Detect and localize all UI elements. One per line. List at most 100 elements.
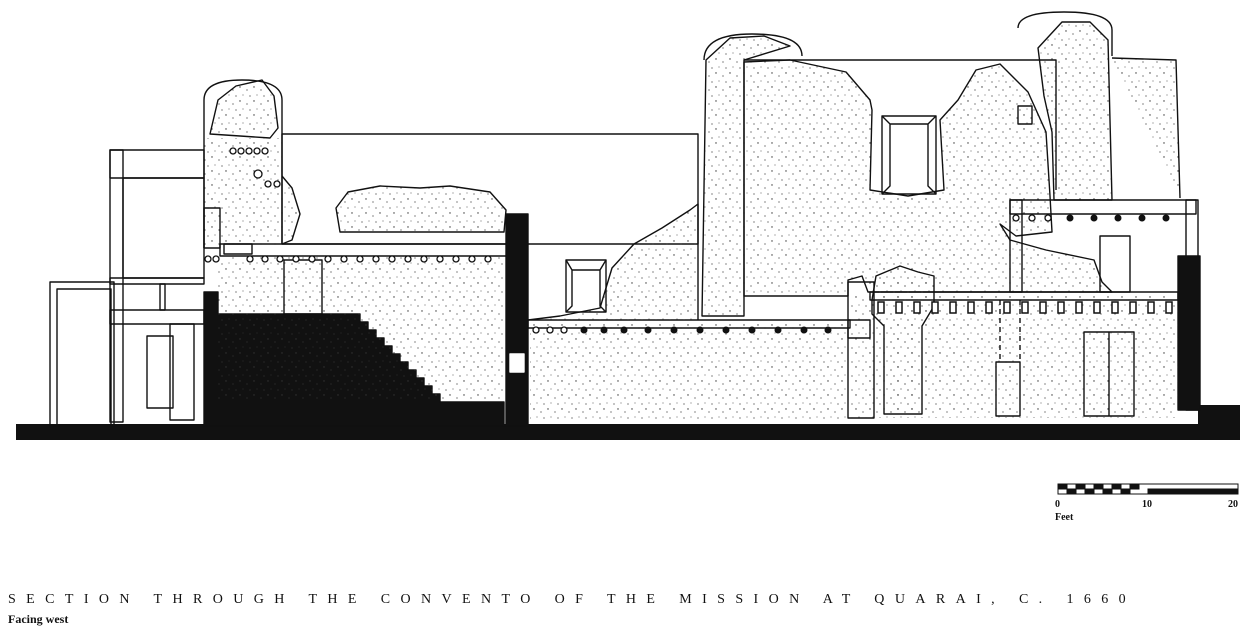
viga-end bbox=[1147, 301, 1155, 314]
beam-end bbox=[204, 255, 212, 263]
beam-end bbox=[356, 255, 364, 263]
viga-end bbox=[1057, 301, 1065, 314]
scale-seg bbox=[1075, 483, 1086, 490]
left-tower-rubble bbox=[209, 79, 279, 139]
beam-end bbox=[292, 255, 300, 263]
beam-end bbox=[264, 180, 272, 188]
beam-end bbox=[372, 255, 380, 263]
beam-end bbox=[229, 147, 237, 155]
viga-end bbox=[985, 301, 993, 314]
viga-end bbox=[1129, 301, 1137, 314]
beam-end bbox=[276, 255, 284, 263]
right-pier-cap bbox=[847, 319, 871, 339]
beam-end-dark bbox=[722, 326, 730, 334]
scale-tick-10: 10 bbox=[1142, 499, 1152, 510]
beam-end-dark bbox=[1162, 214, 1170, 222]
beam-end bbox=[404, 255, 412, 263]
beam-end bbox=[468, 255, 476, 263]
left-door-jamb bbox=[169, 323, 195, 421]
beam-end-dark bbox=[1066, 214, 1074, 222]
beam-end bbox=[237, 147, 245, 155]
viga-end bbox=[1075, 301, 1083, 314]
left-door-upper bbox=[203, 207, 221, 249]
central-room bbox=[530, 322, 848, 420]
viga-end bbox=[1093, 301, 1101, 314]
scale-seg bbox=[1120, 488, 1131, 495]
beam-end-dark bbox=[644, 326, 652, 334]
beam-end bbox=[560, 326, 568, 334]
beam-end bbox=[546, 326, 554, 334]
beam-end bbox=[388, 255, 396, 263]
scale-seg bbox=[1093, 483, 1104, 490]
beam-end bbox=[261, 255, 269, 263]
viga-end bbox=[949, 301, 957, 314]
left-tower-body bbox=[204, 138, 282, 248]
left-tower-break bbox=[281, 175, 301, 245]
beam-end bbox=[1044, 214, 1052, 222]
scale-bar bbox=[1057, 483, 1239, 495]
beam-end bbox=[1012, 214, 1020, 222]
right-tower-b-outline bbox=[1017, 11, 1113, 56]
viga-end bbox=[1039, 301, 1047, 314]
upper-window-splay bbox=[881, 115, 937, 195]
beam-end bbox=[273, 180, 281, 188]
beam-end-dark bbox=[696, 326, 704, 334]
viga-end bbox=[1021, 301, 1029, 314]
beam-end bbox=[253, 147, 261, 155]
beam-end-dark bbox=[580, 326, 588, 334]
beam-end bbox=[532, 326, 540, 334]
beam-end-dark bbox=[824, 326, 832, 334]
beam-end-dark bbox=[1138, 214, 1146, 222]
viga-end bbox=[1003, 301, 1011, 314]
small-window bbox=[1017, 105, 1033, 125]
middle-doorway bbox=[283, 259, 323, 315]
scale-seg bbox=[1147, 488, 1239, 495]
beam-end bbox=[1028, 214, 1036, 222]
left-floor-beam bbox=[109, 277, 205, 285]
right-lower-beam bbox=[869, 291, 1179, 301]
beam-end bbox=[212, 255, 220, 263]
left-column-a bbox=[109, 149, 124, 423]
figure-subcaption: Facing west bbox=[8, 612, 69, 626]
beam-end bbox=[308, 255, 316, 263]
viga-end bbox=[895, 301, 903, 314]
viga-end bbox=[877, 301, 885, 314]
viga-end bbox=[967, 301, 975, 314]
right-main-rubble bbox=[743, 59, 1113, 297]
middle-rubble bbox=[335, 185, 507, 233]
beam-end-dark bbox=[600, 326, 608, 334]
viga-end bbox=[1165, 301, 1173, 314]
beam-end-dark bbox=[774, 326, 782, 334]
scale-seg bbox=[1129, 483, 1140, 490]
right-end-wall bbox=[1111, 57, 1181, 199]
left-upper-room bbox=[109, 149, 205, 179]
beam-end-dark bbox=[620, 326, 628, 334]
beam-end-dark bbox=[1090, 214, 1098, 222]
scale-tick-20: 20 bbox=[1228, 499, 1238, 510]
beam-end bbox=[324, 255, 332, 263]
central-ruined-wall bbox=[527, 203, 699, 321]
upper-window bbox=[881, 115, 937, 195]
balcony-small-beam bbox=[223, 243, 253, 255]
scale-unit-label: Feet bbox=[1055, 512, 1074, 523]
right-lower-narrow-door bbox=[995, 361, 1021, 417]
right-dark-buttress bbox=[1177, 255, 1201, 411]
beam-end-dark bbox=[670, 326, 678, 334]
pier-window bbox=[509, 353, 525, 373]
left-outer-wall bbox=[49, 281, 115, 427]
left-tower-outline bbox=[203, 79, 283, 138]
left-doorway bbox=[146, 335, 174, 409]
scale-seg bbox=[1084, 488, 1095, 495]
scale-seg bbox=[1066, 488, 1077, 495]
beam-end bbox=[253, 169, 263, 179]
ground-line bbox=[16, 424, 1240, 440]
viga-end bbox=[913, 301, 921, 314]
beam-end bbox=[340, 255, 348, 263]
scale-seg bbox=[1111, 483, 1122, 490]
scale-seg bbox=[1057, 483, 1068, 490]
left-lower-beam bbox=[109, 309, 205, 325]
beam-end-dark bbox=[1114, 214, 1122, 222]
beam-end bbox=[452, 255, 460, 263]
ground-right-block bbox=[1198, 405, 1240, 427]
viga-end bbox=[931, 301, 939, 314]
